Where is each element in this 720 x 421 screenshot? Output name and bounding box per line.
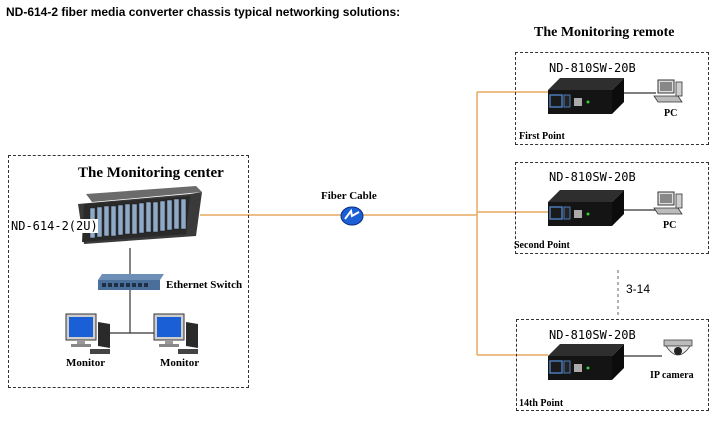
pc-icon [653,191,683,215]
monitoring-center-heading: The Monitoring center [78,165,224,181]
fiber-cable-icon [340,206,364,226]
endpoint-label: IP camera [650,370,694,381]
point-label: 14th Point [519,398,564,409]
monitor-label-2: Monitor [160,357,200,369]
remote-point-box [516,319,709,411]
range-label: 3-14 [626,282,651,296]
monitor-icon [153,313,198,354]
ip-camera-icon [663,339,693,356]
monitoring-center-box [8,155,249,388]
media-converter-device [548,78,624,114]
switch-label: Ethernet Switch [166,279,243,291]
page-title: ND-614-2 fiber media converter chassis t… [6,5,401,19]
monitoring-remote-heading: The Monitoring remote [534,25,675,40]
monitor-icon [65,313,110,354]
fiber-cable-label: Fiber Cable [321,190,377,202]
ethernet-switch-device [98,274,164,290]
pc-icon [653,79,683,103]
media-converter-device [548,190,624,226]
converter-model-label: ND-810SW-20B [549,328,636,342]
remote-point-box [515,52,709,145]
chassis-device [78,186,202,244]
point-label: First Point [519,131,565,142]
converter-model-label: ND-810SW-20B [549,61,636,75]
chassis-label: ND-614-2(2U) [11,219,98,233]
media-converter-device [548,344,624,380]
endpoint-label: PC [663,220,677,231]
remote-point-box [515,162,709,254]
monitor-label-1: Monitor [66,357,106,369]
converter-model-label: ND-810SW-20B [549,170,636,184]
point-label: Second Point [514,240,570,251]
endpoint-label: PC [664,108,678,119]
